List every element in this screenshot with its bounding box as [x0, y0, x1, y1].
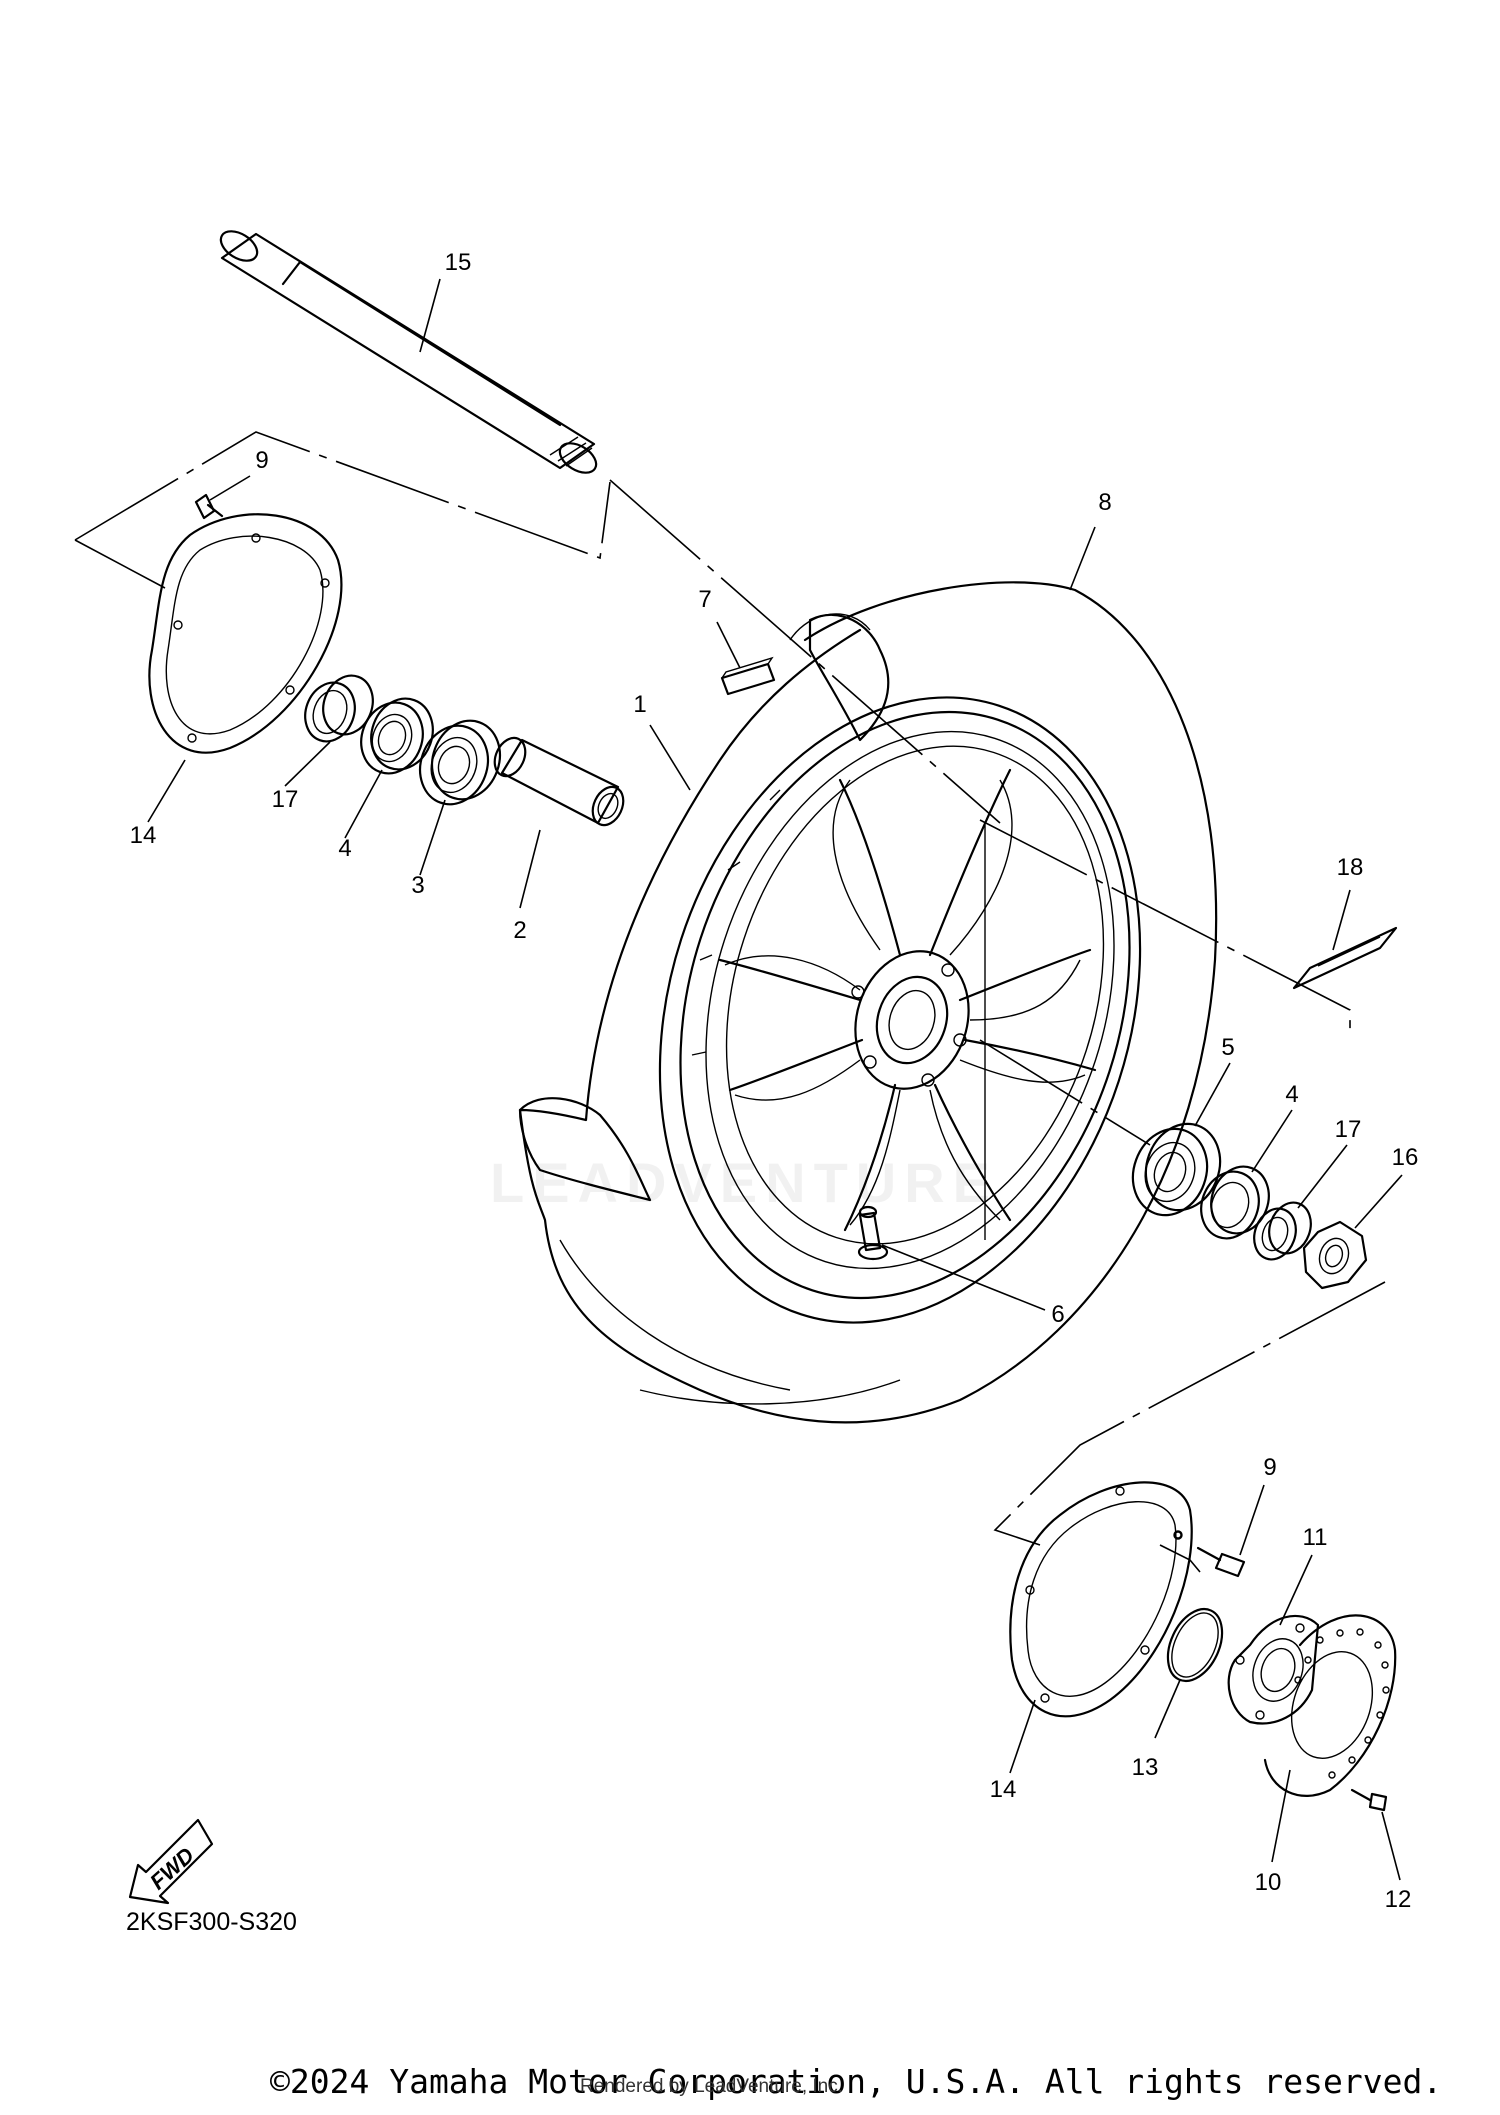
callout-17-upper: 17 — [272, 786, 299, 813]
callout-11: 11 — [1303, 1524, 1328, 1551]
balance-weight-part-8[interactable] — [720, 656, 776, 696]
callout-17-lower: 17 — [1335, 1116, 1362, 1143]
flange-part-11[interactable] — [1227, 1614, 1320, 1725]
callout-2: 2 — [513, 917, 526, 944]
callout-18: 18 — [1337, 854, 1364, 881]
valve-part-7[interactable] — [857, 1205, 889, 1261]
spacer-part-17-upper[interactable] — [297, 669, 381, 749]
oil-seal-part-4-lower[interactable] — [1192, 1158, 1278, 1246]
callout-14-upper: 14 — [130, 822, 157, 849]
callout-14-lower: 14 — [990, 1776, 1017, 1803]
collar-part-2[interactable] — [489, 733, 629, 830]
callout-4-lower: 4 — [1285, 1081, 1298, 1108]
sensor-rotor-part-10[interactable] — [1263, 1614, 1397, 1797]
callout-3: 3 — [411, 872, 424, 899]
callout-9-lower: 9 — [1263, 1454, 1276, 1481]
label-part-18[interactable] — [1292, 926, 1398, 990]
callout-15: 15 — [445, 249, 472, 276]
callout-1: 1 — [633, 691, 646, 718]
tire-part-6[interactable] — [518, 581, 1218, 1424]
copyright-notice: ©2024 Yamaha Motor Corporation, U.S.A. A… — [270, 2062, 1443, 2101]
bolt-part-9-lower[interactable] — [1174, 1531, 1246, 1578]
wheel-part-1[interactable] — [582, 635, 1217, 1386]
spacer-part-17-lower[interactable] — [1247, 1197, 1317, 1266]
axis-line-main — [609, 479, 1351, 1146]
callout-9-upper: 9 — [255, 447, 268, 474]
assembly-outline-lower — [993, 1281, 1386, 1546]
cover-plate-part-14-lower[interactable] — [1009, 1481, 1193, 1718]
screw-part-12[interactable] — [1350, 1788, 1388, 1812]
callout-numbers: 15 9 8 7 1 18 17 14 4 3 2 5 4 17 16 6 9 … — [130, 249, 1419, 1913]
rendered-by-notice: Rendered by LeadVenture, Inc. — [580, 2076, 844, 2097]
assembly-outline-upper — [74, 431, 611, 589]
forward-direction-arrow: FWD — [128, 1818, 214, 1905]
callout-12: 12 — [1385, 1886, 1412, 1913]
callout-8: 7 — [698, 586, 711, 613]
leader-lines — [147, 278, 1403, 1881]
cover-plate-part-14-upper[interactable] — [148, 513, 343, 754]
fwd-label: FWD — [145, 1842, 199, 1894]
bolt-part-9-upper[interactable] — [194, 493, 224, 520]
callout-16: 16 — [1392, 1144, 1419, 1171]
callout-10: 10 — [1255, 1869, 1282, 1896]
o-ring-part-13[interactable] — [1157, 1600, 1233, 1689]
bearing-part-5[interactable] — [1121, 1113, 1232, 1225]
callout-4-upper: 4 — [338, 835, 351, 862]
oil-seal-part-4-upper[interactable] — [351, 690, 442, 782]
callout-6: 8 — [1098, 489, 1111, 516]
callout-7: 6 — [1051, 1301, 1064, 1328]
callout-13: 13 — [1132, 1754, 1159, 1781]
diagram-code: 2KSF300-S320 — [126, 1908, 297, 1936]
callout-5: 5 — [1221, 1034, 1234, 1061]
watermark: LEADVENTURE — [490, 1151, 999, 1214]
front-axle-part-15[interactable] — [216, 225, 602, 479]
axle-nut-part-16[interactable] — [1302, 1220, 1368, 1290]
axis-line-lower — [1159, 1544, 1201, 1573]
